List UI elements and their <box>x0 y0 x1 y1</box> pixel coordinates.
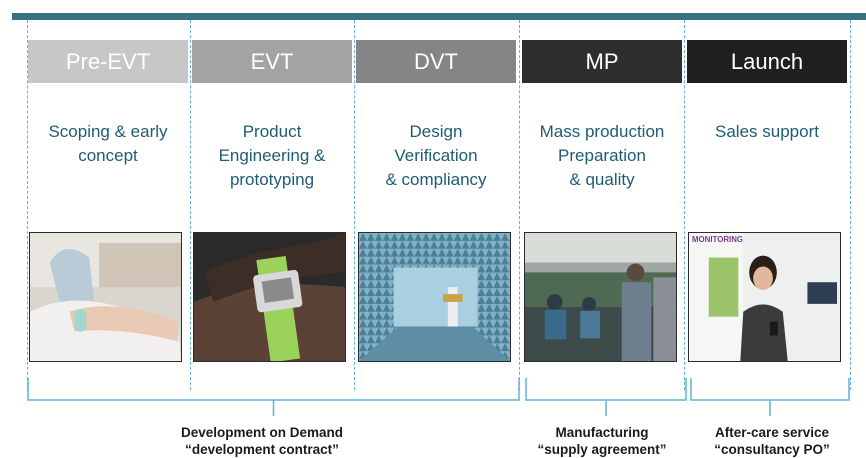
description-line: Mass production <box>539 122 665 141</box>
booth-sign-text: MONITORING <box>692 235 743 244</box>
stage-description: Product Engineering & prototyping <box>192 120 352 192</box>
description-line: prototyping <box>229 170 315 189</box>
wristband-photo <box>29 232 182 362</box>
group-label-development: Development on Demand “development contr… <box>140 424 384 458</box>
description-line: Engineering & <box>218 146 326 165</box>
top-accent-bar <box>12 13 866 20</box>
stage-description: Scoping & early concept <box>28 120 188 168</box>
group-label-line: “development contract” <box>185 442 339 457</box>
group-brace-manufacturing <box>525 378 687 416</box>
group-label-manufacturing: Manufacturing “supply agreement” <box>520 424 684 458</box>
group-label-line: Development on Demand <box>180 425 344 440</box>
stage-header-mp: MP <box>522 40 682 83</box>
description-line: & quality <box>569 170 635 189</box>
stage-header-launch: Launch <box>687 40 847 83</box>
description-line: Preparation <box>558 146 646 165</box>
stage-description: Mass production Preparation & quality <box>522 120 682 192</box>
stage-header-evt: EVT <box>192 40 352 83</box>
trade-show-photo: MONITORING <box>688 232 841 362</box>
group-label-line: After-care service <box>714 425 830 440</box>
description-line: Product <box>242 122 302 141</box>
column-guide <box>519 20 520 390</box>
group-label-line: Manufacturing <box>555 425 649 440</box>
wrist-prototype-photo <box>193 232 346 362</box>
factory-floor-photo <box>524 232 677 362</box>
column-guide <box>850 20 851 390</box>
description-line: Verification <box>394 146 478 165</box>
column-guide <box>27 20 28 390</box>
description-line: Design <box>409 122 463 141</box>
group-label-aftercare: After-care service “consultancy PO” <box>692 424 852 458</box>
stage-description: Sales support <box>687 120 847 144</box>
description-line: & compliancy <box>385 170 487 189</box>
group-label-line: “supply agreement” <box>537 442 667 457</box>
group-brace-aftercare <box>690 378 850 416</box>
anechoic-chamber-photo <box>358 232 511 362</box>
column-guide <box>354 20 355 390</box>
stage-description: Design Verification & compliancy <box>356 120 516 192</box>
description-line: concept <box>78 146 138 165</box>
group-label-line: “consultancy PO” <box>714 442 830 457</box>
description-line: Scoping & early <box>48 122 168 141</box>
column-guide <box>190 20 191 390</box>
stage-header-pre-evt: Pre-EVT <box>28 40 188 83</box>
description-line: Sales support <box>715 122 819 141</box>
group-brace-development <box>27 378 520 416</box>
column-guide <box>684 20 685 390</box>
stage-header-dvt: DVT <box>356 40 516 83</box>
